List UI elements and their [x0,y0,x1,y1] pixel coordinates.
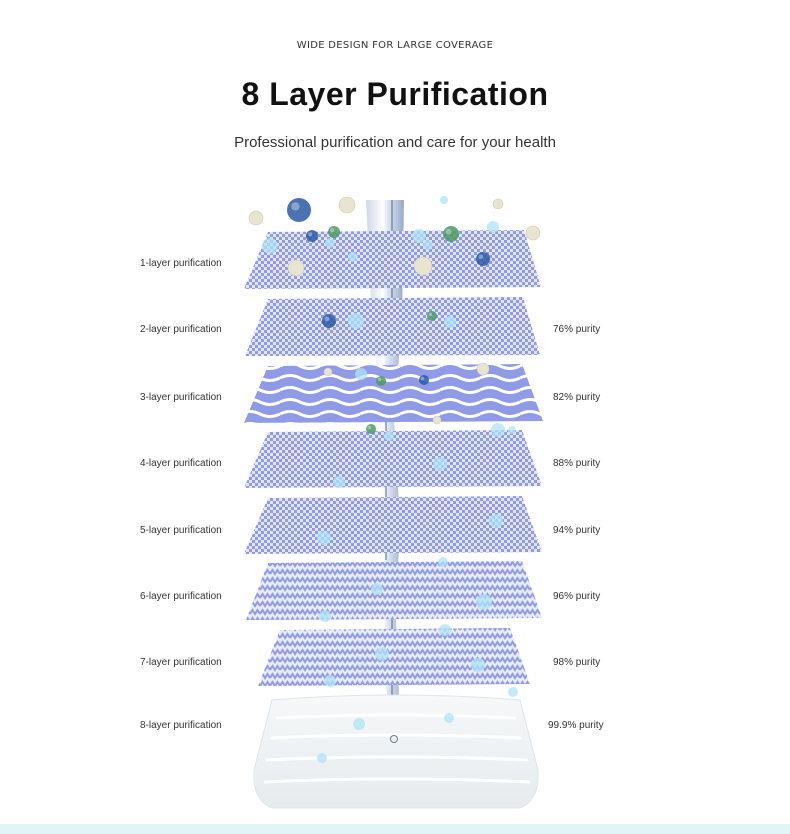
bottom-band [0,824,790,834]
particle-highlight [420,376,425,381]
particle-highlight [291,202,300,211]
filter-layer-6 [246,561,542,620]
cream-particle [432,415,442,425]
bubble-particle [355,368,367,380]
layer-label-6: 6-layer purification [140,591,222,602]
blue-particle [476,252,490,266]
bubble-particle [476,594,492,610]
bubble-particle [384,431,394,441]
membrane-fold-4 [263,777,531,784]
purity-label-3: 82% purity [553,392,601,403]
blue-particle [306,230,318,242]
cream-particle [413,256,433,276]
bubble-particle [353,718,365,730]
bubble-particle [489,514,503,528]
particle-highlight [330,228,335,233]
purity-label-7: 98% purity [553,657,601,668]
filter-layer-8 [253,694,539,809]
particle-highlight [324,316,330,322]
membrane-fold-3 [265,755,529,762]
filter-layer-1 [244,230,541,289]
cream-particle [492,198,504,210]
purity-label-5: 94% purity [553,525,601,536]
bubble-particle [440,196,448,204]
blue-particle [287,198,311,222]
cream-particle [476,362,490,376]
bubble-particle [444,713,454,723]
bubble-particle [508,426,516,434]
bubble-particle [491,423,505,437]
layer-label-8: 8-layer purification [140,720,222,731]
blue-particle [419,375,429,385]
page-title: 8 Layer Purification [241,76,549,112]
green-particle [328,226,340,238]
bubble-particle [324,675,336,687]
bubble-particle [348,252,358,262]
cream-particle [248,210,264,226]
bubble-particle [317,531,331,545]
bubble-particle [412,229,426,243]
green-particle [366,424,376,434]
layer-label-3: 3-layer purification [140,392,222,403]
bubble-particle [471,658,485,672]
particle-highlight [478,254,484,260]
filter-layer-7 [258,628,530,686]
filter-layer-3 [244,364,543,423]
layer-label-5: 5-layer purification [140,525,222,536]
particle-highlight [428,312,433,317]
bubble-particle [348,313,364,329]
filter-layers [244,230,543,809]
membrane-fold-2 [269,733,523,740]
bubble-particle [487,221,499,233]
particle-highlight [377,377,382,382]
purity-label-2: 76% purity [553,324,601,335]
blue-particle [322,314,336,328]
water-drop [390,735,398,743]
filter-layer-4 [244,430,542,488]
layer-label-2: 2-layer purification [140,324,222,335]
purity-label-8: 99.9% purity [548,720,604,731]
bubble-particle [317,753,327,763]
bubble-particle [508,687,518,697]
cream-particle [338,196,356,214]
kicker-text: WIDE DESIGN FOR LARGE COVERAGE [296,40,494,51]
cream-particle [525,225,541,241]
particle-highlight [308,232,313,237]
green-particle [427,311,437,321]
bubble-particle [375,647,389,661]
particles [248,196,541,763]
bubble-particle [423,240,433,250]
particle-highlight [367,425,372,430]
bubble-particle [433,457,447,471]
green-particle [376,376,386,386]
bubble-particle [444,316,456,328]
purity-label-4: 88% purity [553,458,601,469]
filter-layer-2 [245,297,540,356]
bubble-particle [333,476,345,488]
cream-particle [287,259,305,277]
layer-label-4: 4-layer purification [140,458,222,469]
particle-highlight [445,228,452,235]
bubble-particle [438,557,448,567]
bubble-particle [439,624,451,636]
layer-label-7: 7-layer purification [140,657,222,668]
bubble-particle [319,610,331,622]
membrane-fold-1 [275,713,517,720]
page-subtitle: Professional purification and care for y… [234,134,556,151]
bubble-particle [371,583,383,595]
purity-label-6: 96% purity [553,591,601,602]
bubble-particle [325,238,335,248]
layer-label-1: 1-layer purification [140,258,222,269]
green-particle [443,226,459,242]
bubble-particle [262,238,278,254]
cream-particle [323,367,333,377]
